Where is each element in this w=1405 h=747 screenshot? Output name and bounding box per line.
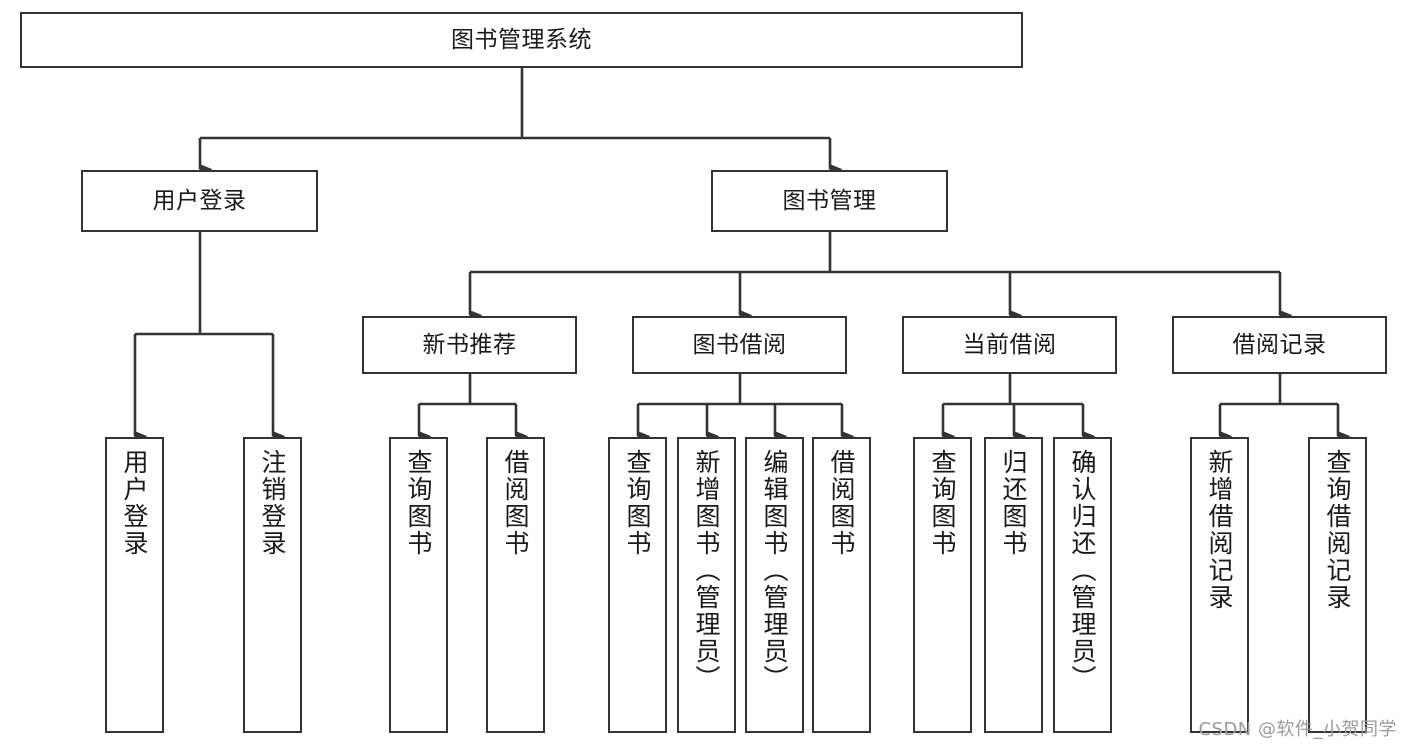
node-leaf-cb-return[interactable]: 归还图书	[984, 437, 1043, 733]
node-label: 图书管理系统	[451, 26, 592, 53]
node-label: 新书推荐	[422, 331, 517, 358]
node-label: 查询图书	[928, 449, 957, 557]
node-label: 图书借阅	[692, 331, 787, 358]
node-leaf-rec-borrow[interactable]: 借阅图书	[486, 437, 545, 733]
node-label: 新增图书（管理员）	[692, 449, 721, 692]
node-label: 新增借阅记录	[1205, 449, 1234, 611]
node-borrow-record[interactable]: 借阅记录	[1172, 316, 1387, 374]
node-leaf-user-logout[interactable]: 注销登录	[243, 437, 302, 733]
node-current-borrow[interactable]: 当前借阅	[902, 316, 1117, 374]
node-label: 图书管理	[782, 187, 877, 214]
node-leaf-br-add[interactable]: 新增借阅记录	[1190, 437, 1249, 733]
node-label: 确认归还（管理员）	[1068, 449, 1097, 692]
node-leaf-cb-query[interactable]: 查询图书	[913, 437, 972, 733]
node-book-borrow[interactable]: 图书借阅	[632, 316, 847, 374]
node-new-book-rec[interactable]: 新书推荐	[362, 316, 577, 374]
node-leaf-bb-borrow[interactable]: 借阅图书	[812, 437, 871, 733]
node-label: 借阅图书	[501, 449, 530, 557]
node-leaf-user-login[interactable]: 用户登录	[105, 437, 164, 733]
node-leaf-rec-query[interactable]: 查询图书	[389, 437, 448, 733]
node-leaf-br-query[interactable]: 查询借阅记录	[1308, 437, 1367, 733]
node-label: 注销登录	[258, 449, 287, 557]
node-label: 查询借阅记录	[1323, 449, 1352, 611]
node-root[interactable]: 图书管理系统	[20, 12, 1023, 68]
node-label: 当前借阅	[962, 331, 1057, 358]
node-label: 查询图书	[623, 449, 652, 557]
node-label: 用户登录	[120, 449, 149, 557]
node-label: 用户登录	[152, 187, 247, 214]
node-leaf-bb-query[interactable]: 查询图书	[608, 437, 667, 733]
watermark: CSDN @软件_小贺同学	[1198, 719, 1397, 740]
node-leaf-bb-add[interactable]: 新增图书（管理员）	[677, 437, 736, 733]
node-label: 借阅图书	[827, 449, 856, 557]
node-label: 归还图书	[999, 449, 1028, 557]
node-leaf-cb-confirm[interactable]: 确认归还（管理员）	[1053, 437, 1112, 733]
node-user-login[interactable]: 用户登录	[81, 170, 318, 232]
node-book-manage[interactable]: 图书管理	[711, 170, 948, 232]
node-label: 借阅记录	[1232, 331, 1327, 358]
node-label: 查询图书	[404, 449, 433, 557]
node-label: 编辑图书（管理员）	[760, 449, 789, 692]
node-leaf-bb-edit[interactable]: 编辑图书（管理员）	[745, 437, 804, 733]
